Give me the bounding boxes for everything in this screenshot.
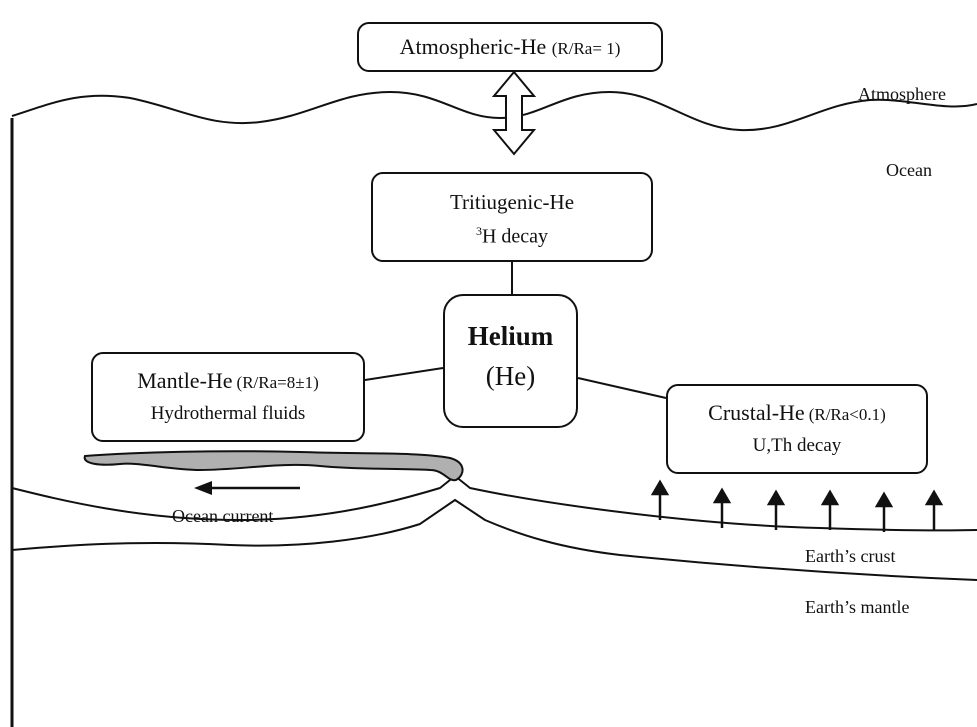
earths-mantle-label: Earth’s mantle (805, 597, 910, 617)
crust-base-line (11, 498, 977, 581)
exchange-double-arrow (491, 70, 537, 156)
mantle-he-box: Mantle-He (R/Ra=8±1) Hydrothermal fluids (91, 352, 365, 442)
tritiugenic-he-box: Tritiugenic-He 3H decay (371, 172, 653, 262)
crustal-he-desc: U,Th decay (752, 435, 842, 456)
sea-surface-wave (11, 90, 977, 132)
atmospheric-he-box: Atmospheric-He (R/Ra= 1) (357, 22, 663, 72)
seafloor-line (11, 474, 977, 532)
tritiugenic-he-desc: H decay (481, 225, 549, 248)
mantle-he-desc: Hydrothermal fluids (150, 403, 306, 424)
ocean-current-label: Ocean current (172, 506, 274, 526)
tritium-superscript: 3 (475, 224, 482, 238)
crustal-he-ratio: (R/Ra<0.1) (808, 405, 886, 424)
ocean-label: Ocean (886, 160, 932, 180)
helium-symbol: (He) (485, 361, 536, 391)
mantle-he-ratio: (R/Ra=8±1) (236, 373, 319, 392)
tritiugenic-he-name: Tritiugenic-He (449, 190, 575, 214)
earths-crust-label: Earth’s crust (805, 546, 896, 566)
connector-mantle-helium (364, 367, 444, 381)
atmospheric-he-ratio: (R/Ra= 1) (551, 39, 621, 58)
hydrothermal-plume (83, 450, 464, 482)
helium-name: Helium (467, 321, 554, 351)
crustal-he-name: Crustal-He (708, 400, 805, 425)
atmospheric-he-name: Atmospheric-He (399, 34, 547, 59)
atmosphere-label: Atmosphere (858, 84, 946, 104)
connector-helium-crustal (577, 377, 667, 399)
tritiugenic-he-desc-row: 3H decay (373, 216, 651, 252)
mantle-he-name: Mantle-He (137, 368, 233, 393)
crustal-he-box: Crustal-He (R/Ra<0.1) U,Th decay (666, 384, 928, 474)
ocean-current-arrowhead (194, 481, 212, 495)
crustal-flux-arrows (650, 479, 944, 532)
helium-box: Helium (He) (443, 294, 578, 428)
